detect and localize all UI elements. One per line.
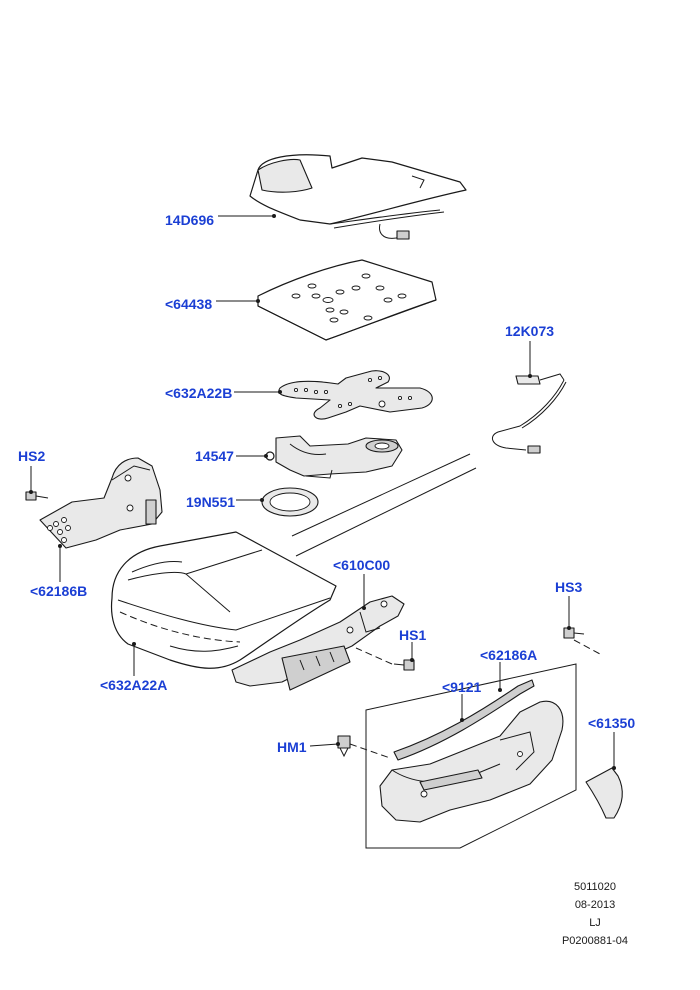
hs1-callout: HS1 <box>399 627 426 662</box>
label-632a22a: <632A22A <box>100 677 167 693</box>
label-62186b: <62186B <box>30 583 87 599</box>
label-610c00: <610C00 <box>333 557 390 573</box>
seal-ring[interactable] <box>261 487 319 517</box>
end-cap-callout: <61350 <box>588 715 635 770</box>
label-64438: <64438 <box>165 296 212 312</box>
screw-hs1[interactable] <box>355 647 415 671</box>
cushion-pad-callout: <64438 <box>165 296 260 312</box>
hm1-callout: HM1 <box>277 739 340 755</box>
drawing-date: 08-2013 <box>574 899 616 911</box>
outer-shield[interactable] <box>379 700 564 823</box>
drawing-ref: P0200881-04 <box>561 935 629 947</box>
screw-hs3[interactable] <box>563 627 601 655</box>
clip-hm1[interactable] <box>337 735 391 759</box>
heater-mat-callout: 14D696 <box>165 212 276 228</box>
drawing-reference-block: 5011020 08-2013 LJ P0200881-04 <box>540 878 650 950</box>
label-14547: 14547 <box>195 448 234 464</box>
label-14d696: 14D696 <box>165 212 214 228</box>
motor-assembly[interactable] <box>265 435 403 479</box>
seat-frame[interactable] <box>231 595 405 691</box>
drawing-code: 5011020 <box>573 881 616 893</box>
label-19n551: 19N551 <box>186 494 235 510</box>
screw-hs2[interactable] <box>25 491 49 501</box>
label-hs2: HS2 <box>18 448 45 464</box>
inner-shield[interactable] <box>39 457 163 549</box>
label-12k073: 12K073 <box>505 323 554 339</box>
drawing-initials: LJ <box>589 917 601 929</box>
seat-frame-callout: <610C00 <box>333 557 390 610</box>
suspension-mat[interactable] <box>278 370 433 420</box>
inner-shield-callout: <62186B <box>30 544 87 599</box>
hs2-callout: HS2 <box>18 448 45 494</box>
cushion-cover-callout: <632A22A <box>100 642 167 693</box>
label-632a22b: <632A22B <box>165 385 232 401</box>
trim-strip-callout: <9121 <box>442 679 482 722</box>
label-hs1: HS1 <box>399 627 426 643</box>
hs3-callout: HS3 <box>555 579 582 630</box>
guide-line-1 <box>291 453 471 537</box>
outer-shield-callout: <62186A <box>480 647 537 692</box>
label-9121: <9121 <box>442 679 482 695</box>
guide-line-2 <box>295 467 477 557</box>
harness-callout: 12K073 <box>505 323 554 378</box>
label-hs3: HS3 <box>555 579 582 595</box>
suspension-mat-callout: <632A22B <box>165 385 282 401</box>
label-61350: <61350 <box>588 715 635 731</box>
motor-callout: 14547 <box>195 448 268 464</box>
end-cap[interactable] <box>585 767 623 819</box>
cushion-cover[interactable] <box>110 531 337 669</box>
outer-shield-group-frame <box>365 663 577 849</box>
wiring-harness[interactable] <box>491 373 567 454</box>
cushion-pad[interactable] <box>257 259 437 341</box>
heater-mat[interactable] <box>249 154 467 240</box>
ring-callout: 19N551 <box>186 494 264 510</box>
label-62186a: <62186A <box>480 647 537 663</box>
label-hm1: HM1 <box>277 739 307 755</box>
